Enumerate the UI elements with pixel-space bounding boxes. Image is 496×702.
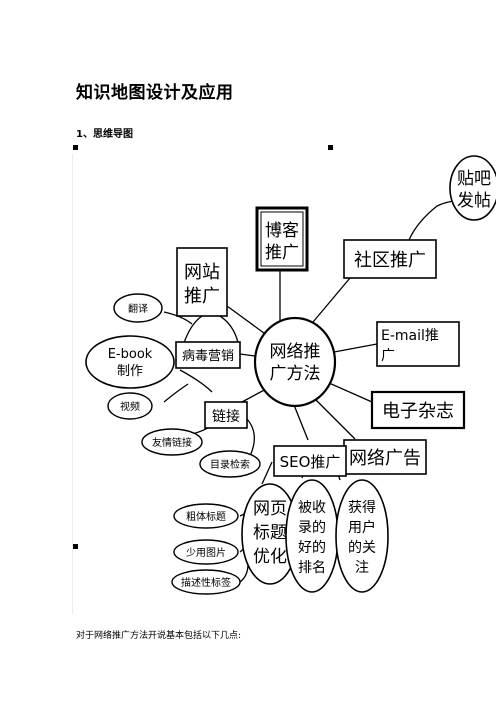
- svg-text:E-mail推: E-mail推: [381, 328, 439, 344]
- section-heading: 1、思维导图: [76, 129, 133, 140]
- svg-text:发帖: 发帖: [457, 191, 491, 211]
- node-tieba: 贴吧 发帖: [449, 155, 496, 221]
- svg-text:广: 广: [381, 348, 395, 364]
- svg-text:友情链接: 友情链接: [152, 436, 192, 449]
- svg-text:社区推广: 社区推广: [354, 250, 426, 271]
- svg-text:目录检索: 目录检索: [210, 458, 250, 471]
- figure-corner-marker: [328, 145, 333, 150]
- svg-text:少用图片: 少用图片: [186, 546, 226, 559]
- node-page-title-optimization: 网页 标题 优化: [241, 483, 299, 585]
- svg-text:网络广告: 网络广告: [349, 448, 421, 469]
- body-paragraph: 对于网络推广方法开说基本包括以下几点:: [76, 631, 242, 641]
- node-directory: 目录检索: [199, 450, 261, 478]
- svg-text:SEO推广: SEO推广: [280, 453, 341, 471]
- svg-text:标题: 标题: [253, 523, 287, 543]
- svg-text:视频: 视频: [120, 400, 140, 413]
- mind-map-figure: 网络推 广方法 博客 推广 网站 推广 社区推广 贴吧 发帖 E-mail推 广…: [72, 144, 496, 614]
- svg-text:制作: 制作: [117, 364, 143, 379]
- node-bold-title: 粗体标题: [173, 503, 239, 529]
- node-descriptive-tag: 描述性标签: [171, 569, 241, 595]
- svg-text:录的: 录的: [298, 520, 326, 536]
- svg-text:电子杂志: 电子杂志: [382, 401, 454, 422]
- svg-text:翻译: 翻译: [128, 303, 148, 315]
- svg-text:推广: 推广: [184, 286, 220, 307]
- svg-text:E-book: E-book: [108, 347, 153, 362]
- svg-text:广方法: 广方法: [270, 364, 321, 384]
- svg-text:病毒营销: 病毒营销: [182, 349, 234, 364]
- node-website: 网站 推广: [176, 247, 228, 317]
- svg-text:排名: 排名: [298, 560, 326, 576]
- svg-text:优化: 优化: [253, 547, 287, 567]
- svg-text:描述性标签: 描述性标签: [181, 576, 231, 589]
- svg-text:好的: 好的: [298, 540, 326, 556]
- node-blog: 博客 推广: [255, 206, 309, 272]
- node-less-image: 少用图片: [173, 539, 239, 565]
- svg-text:网站: 网站: [184, 262, 220, 283]
- node-community: 社区推广: [343, 239, 437, 279]
- document-title: 知识地图设计及应用: [76, 83, 234, 103]
- node-magazine: 电子杂志: [370, 390, 466, 430]
- node-friend-link: 友情链接: [141, 428, 203, 456]
- node-user-attention: 获得 用户 的关 注: [335, 479, 389, 593]
- node-network-ad: 网络广告: [343, 439, 427, 475]
- svg-text:被收: 被收: [298, 500, 326, 516]
- center-node: 网络推 广方法: [253, 316, 337, 408]
- svg-text:粗体标题: 粗体标题: [186, 511, 226, 523]
- mind-map-svg: 网络推 广方法 博客 推广 网站 推广 社区推广 贴吧 发帖 E-mail推 广…: [72, 145, 496, 614]
- node-link: 链接: [204, 401, 248, 429]
- node-email: E-mail推 广: [376, 321, 460, 367]
- figure-corner-marker: [73, 544, 78, 549]
- node-video: 视频: [107, 392, 153, 420]
- svg-text:推广: 推广: [265, 243, 299, 263]
- node-seo: SEO推广: [273, 445, 347, 477]
- svg-text:贴吧: 贴吧: [457, 169, 491, 189]
- node-ebook: E-book 制作: [85, 335, 175, 389]
- svg-text:的关: 的关: [348, 540, 376, 556]
- svg-text:网页: 网页: [253, 499, 287, 519]
- svg-text:网络推: 网络推: [270, 342, 321, 362]
- node-virus-marketing: 病毒营销: [175, 341, 241, 369]
- node-ranking: 被收 录的 好的 排名: [285, 479, 339, 593]
- svg-text:注: 注: [355, 560, 369, 576]
- node-translate: 翻译: [113, 293, 163, 323]
- figure-corner-marker: [73, 145, 78, 150]
- svg-text:博客: 博客: [265, 221, 299, 241]
- svg-text:用户: 用户: [348, 519, 376, 536]
- svg-text:获得: 获得: [348, 499, 376, 516]
- svg-text:链接: 链接: [212, 408, 240, 425]
